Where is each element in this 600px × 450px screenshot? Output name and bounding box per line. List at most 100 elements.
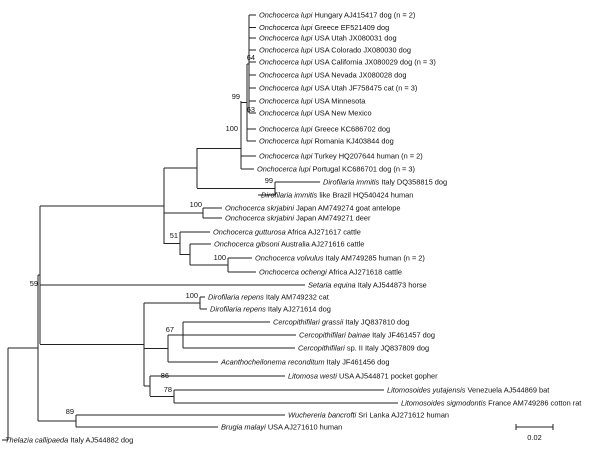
tip-species: Wuchereria bancrofti [288,411,357,420]
tip-species: Onchocerca ochengi [259,268,327,277]
bootstrap-value: 89 [66,407,74,416]
tip-details: USA Utah JF758475 cat (n = 3) [312,84,417,93]
tip-species: Litomosoides sigmodontis [401,399,486,408]
tip-species: Onchocerca lupi [259,109,313,118]
tip-species: Dirofilaria immitis [323,178,380,187]
tip-label: Onchocerca lupi USA Colorado JX080030 do… [259,46,411,55]
tip-details: Italy AJ544882 dog [68,436,133,445]
tip-species: Dirofilaria immitis [261,191,318,200]
tip-label: Onchocerca gutturosa Africa AJ271617 cat… [213,228,361,237]
scale-bar-label: 0.02 [527,433,541,442]
tip-label: Onchocerca lupi Portugal KC686701 dog (n… [257,165,415,174]
tip-label: Onchocerca lupi USA California JX080029 … [259,58,436,67]
tip-species: Litomosoides yutajensis [387,386,466,395]
tip-species: Onchocerca lupi [259,58,313,67]
tip-species: Onchocerca lupi [259,84,313,93]
tip-label: Onchocerca lupi USA New Mexico [259,109,372,118]
tip-details: Italy JQ837810 dog [343,318,409,327]
bootstrap-value: 59 [30,279,38,288]
tip-details: USA Utah JX080031 dog [312,34,396,43]
tip-species: Thelazia callipaeda [5,436,68,445]
tip-species: Onchocerca gibsoni [214,240,280,249]
tip-details: USA California JX080029 dog (n = 3) [312,58,435,67]
tip-species: Onchocerca lupi [259,125,313,134]
tip-species: Setaria equina [308,281,356,290]
tip-label: Setaria equina Italy AJ544873 horse [308,281,427,290]
tip-species: Onchocerca lupi [259,97,313,106]
bootstrap-value: 67 [166,325,174,334]
tip-species: Onchocerca skrjabini [225,204,294,213]
tip-label: Litomosoides sigmodontis France AM749286… [401,399,581,408]
tip-species: Onchocerca lupi [259,34,313,43]
tip-species: Onchocerca lupi [259,23,313,32]
tip-details: Japan AM749271 deer [294,214,371,223]
tip-details: USA Nevada JX080028 dog [312,71,406,80]
tip-species: Onchocerca lupi [259,46,313,55]
tip-details: Italy JF461457 dog [370,331,435,340]
tip-label: Cercopithifilari bainae Italy JF461457 d… [299,331,435,340]
tip-details: Turkey HQ207644 human (n = 2) [312,152,422,161]
tip-label: Dirofilaria immitis like Brazil HQ540424… [261,191,413,200]
tip-details: sp. II Italy JQ837809 dog [345,344,429,353]
tip-label: Onchocerca ochengi Africa AJ271618 cattl… [259,268,402,277]
tip-details: Italy AJ271614 dog [266,305,331,314]
tip-species: Onchocerca skrjabini [225,214,294,223]
tip-label: Acanthocheilonema reconditum Italy JF461… [220,358,389,367]
tip-label: Litomosoides yutajensis Venezuela AJ5448… [387,386,549,395]
tip-details: Venezuela AJ544869 bat [465,386,549,395]
tip-species: Cercopithifilari [298,344,345,353]
tip-details: Italy AM749285 human (n = 2) [324,254,425,263]
tip-details: Italy AJ544873 horse [356,281,427,290]
bootstrap-value: 78 [164,385,172,394]
bootstrap-value: 63 [247,105,255,114]
tip-details: Italy JF461456 dog [325,358,390,367]
tip-details: Australia AJ271616 cattle [279,240,364,249]
tip-label: Thelazia callipaeda Italy AJ544882 dog [5,436,133,445]
tip-species: Cercopithifilari bainae [299,331,370,340]
tip-species: Dirofilaria repens [210,305,266,314]
tip-details: Japan AM749274 goat antelope [294,204,400,213]
bootstrap-value: 100 [214,253,226,262]
tip-label: Onchocerca volvulus Italy AM749285 human… [255,254,425,263]
tip-species: Onchocerca gutturosa [213,228,286,237]
tip-label: Onchocerca lupi Romania KJ403844 dog [259,137,394,146]
tip-details: USA Colorado JX080030 dog [312,46,411,55]
scale-bar: 0.02 [515,424,554,442]
tip-label: Onchocerca gibsoni Australia AJ271616 ca… [214,240,364,249]
tip-label: Onchocerca lupi USA Utah JX080031 dog [259,34,397,43]
tip-species: Onchocerca lupi [257,165,311,174]
tip-label: Brugia malayi USA AJ271610 human [221,423,342,432]
tip-details: USA Minnesota [312,97,366,106]
tip-label: Dirofilaria repens Italy AM749232 cat [208,293,329,302]
tip-label: Onchocerca skrjabini Japan AM749274 goat… [225,204,400,213]
tip-label: Onchocerca skrjabini Japan AM749271 deer [225,214,371,223]
bootstrap-value: 99 [232,92,240,101]
tip-label: Onchocerca lupi Hungary AJ415417 dog (n … [259,11,415,20]
tip-details: France AM749286 cotton rat [486,399,581,408]
tip-details: Africa AJ271618 cattle [327,268,402,277]
tip-species: Cercopithifilari grassii [273,318,344,327]
tip-label: Onchocerca lupi USA Nevada JX080028 dog [259,71,407,80]
tip-details: Italy DQ358815 dog [379,178,447,187]
tip-label: Onchocerca lupi Greece EF521409 dog [259,23,389,32]
tip-species: Litomosa westi [288,372,337,381]
bootstrap-value: 64 [247,53,255,62]
bootstrap-value: 100 [226,124,238,133]
tip-details: Hungary AJ415417 dog (n = 2) [312,11,415,20]
tip-species: Dirofilaria repens [208,293,264,302]
tip-details: Sri Lanka AJ271612 human [356,411,449,420]
tip-label: Cercopithifilari grassii Italy JQ837810 … [273,318,409,327]
tip-details: USA AJ271610 human [266,423,342,432]
tip-details: Greece EF521409 dog [312,23,389,32]
bootstrap-value: 100 [190,200,202,209]
bootstrap-value: 100 [186,291,198,300]
tip-species: Onchocerca volvulus [255,254,324,263]
tip-label: Litomosa westi USA AJ544871 pocket gophe… [288,372,438,381]
tip-labels: Onchocerca lupi Hungary AJ415417 dog (n … [5,11,581,445]
tip-species: Onchocerca lupi [259,11,313,20]
tip-label: Onchocerca lupi USA Minnesota [259,97,366,106]
tip-label: Dirofilaria repens Italy AJ271614 dog [210,305,331,314]
tip-details: like Brazil HQ540424 human [317,191,413,200]
